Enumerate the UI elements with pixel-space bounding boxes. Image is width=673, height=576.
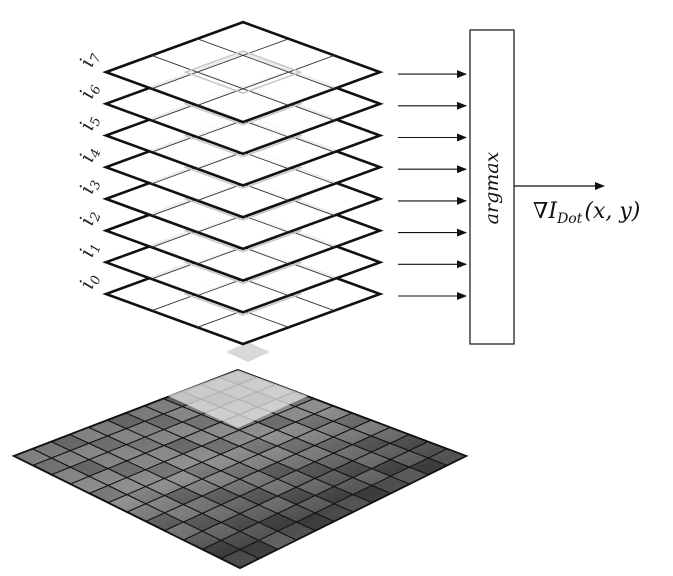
layer-labels: i0 i1 i2 i3 i4 i5 i6 i7 [74, 47, 105, 293]
layer-label-i3: i3 [74, 175, 104, 198]
layer-label-i7: i7 [74, 47, 105, 71]
nabla-symbol: ∇ [533, 199, 548, 224]
layer-stack [106, 22, 380, 344]
layer-label-i1: i1 [74, 238, 104, 261]
layer-label-i0: i0 [74, 270, 104, 293]
output-subscript: Dot [556, 211, 583, 227]
input-arrows [398, 74, 466, 296]
argmax-label: argmax [481, 151, 503, 224]
layer-label-i4: i4 [74, 143, 104, 166]
output-label: ∇IDot(x, y) [533, 199, 640, 227]
input-image-grid [14, 342, 466, 568]
layer-label-i6: i6 [74, 79, 104, 102]
highlight-top-cell [226, 342, 270, 362]
output-args: (x, y) [584, 199, 640, 224]
layer-label-i2: i2 [74, 206, 104, 229]
layer-label-i5: i5 [74, 111, 104, 134]
